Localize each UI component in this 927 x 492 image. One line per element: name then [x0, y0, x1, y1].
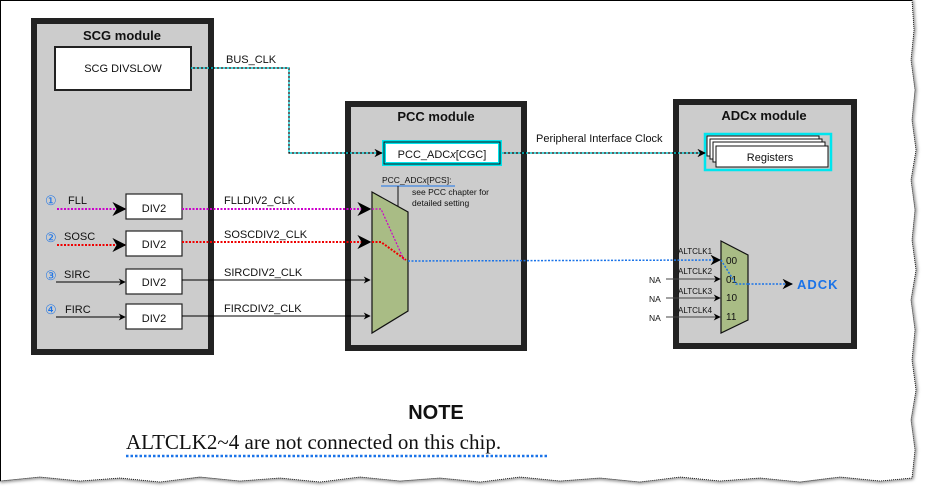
pcc-clock-mux [371, 190, 409, 335]
source-label: SOSC [64, 231, 95, 243]
soscdiv2-clk-label: SOSCDIV2_CLK [224, 229, 308, 241]
note-section: NOTE ALTCLK2~4 are not connected on this… [126, 402, 548, 458]
note-title: NOTE [408, 402, 464, 424]
pcs-note-line2: detailed setting [412, 198, 469, 208]
note-text: ALTCLK2~4 are not connected on this chip… [126, 430, 501, 454]
pcc-module-title: PCC module [397, 109, 474, 124]
scg-module: SCG module SCG DIVSLOW ① FLL DIV2 ② SOSC… [31, 18, 214, 355]
registers-label: Registers [747, 152, 794, 164]
pcc-cgc-label: PCC_ADCx[CGC] [398, 149, 487, 161]
source-label: FLL [68, 195, 87, 207]
adc-module: ADCx module Registers ALTCLK1 ALTCLK2 AL… [649, 99, 857, 349]
na-label-3: NA [649, 294, 661, 304]
altclk4-label: ALTCLK4 [678, 306, 713, 315]
divider-label: DIV2 [142, 203, 166, 215]
source-sosc: ② SOSC DIV2 [45, 230, 183, 257]
altclk2-label: ALTCLK2 [678, 267, 713, 276]
number-2-icon: ② [45, 230, 57, 245]
divider-label: DIV2 [142, 239, 166, 251]
peripheral-clock-label: Peripheral Interface Clock [536, 133, 663, 145]
adc-clock-mux [720, 240, 749, 334]
altclk3-label: ALTCLK3 [678, 287, 713, 296]
pcc-to-altclk1-wire [407, 254, 722, 266]
bus-clk-label: BUS_CLK [226, 54, 277, 66]
mux-code-11: 11 [726, 312, 737, 323]
pcc-module: PCC module PCC_ADCx[CGC] PCC_ADCx[PCS]: … [345, 101, 527, 351]
adck-label: ADCK [797, 277, 839, 292]
altclk1-label: ALTCLK1 [678, 247, 713, 256]
flldiv2-clk-label: FLLDIV2_CLK [224, 195, 296, 207]
bus-clk-wire: BUS_CLK [191, 54, 383, 158]
sircdiv2-clk-label: SIRCDIV2_CLK [224, 267, 303, 279]
number-3-icon: ③ [45, 268, 57, 283]
number-1-icon: ① [45, 193, 57, 208]
source-label: FIRC [65, 304, 91, 316]
number-4-icon: ④ [45, 302, 57, 317]
source-fll: ① FLL DIV2 [45, 193, 183, 220]
divider-label: DIV2 [142, 277, 166, 289]
na-label-4: NA [649, 313, 661, 323]
adck-output: ADCK [748, 277, 839, 292]
mux-code-00: 00 [726, 256, 738, 267]
pcc-pcs-label: PCC_ADCx[PCS]: [382, 175, 451, 185]
peripheral-clock-wire: Peripheral Interface Clock [502, 133, 706, 158]
fircdiv2-clk-label: FIRCDIV2_CLK [224, 303, 302, 315]
na-label-2: NA [649, 275, 661, 285]
pcs-note-line1: see PCC chapter for [412, 187, 489, 197]
div2-output-wires: FLLDIV2_CLK SOSCDIV2_CLK SIRCDIV2_CLK FI… [182, 195, 372, 320]
divider-label: DIV2 [142, 313, 166, 325]
source-label: SIRC [64, 269, 90, 281]
scg-divslow-label: SCG DIVSLOW [84, 63, 162, 75]
source-firc: ④ FIRC DIV2 [45, 302, 183, 330]
registers-block [715, 145, 829, 168]
source-sirc: ③ SIRC DIV2 [45, 268, 183, 295]
scg-module-title: SCG module [83, 28, 161, 43]
mux-code-10: 10 [726, 293, 738, 304]
adc-module-title: ADCx module [721, 108, 806, 123]
mux-code-01: 01 [726, 275, 738, 286]
